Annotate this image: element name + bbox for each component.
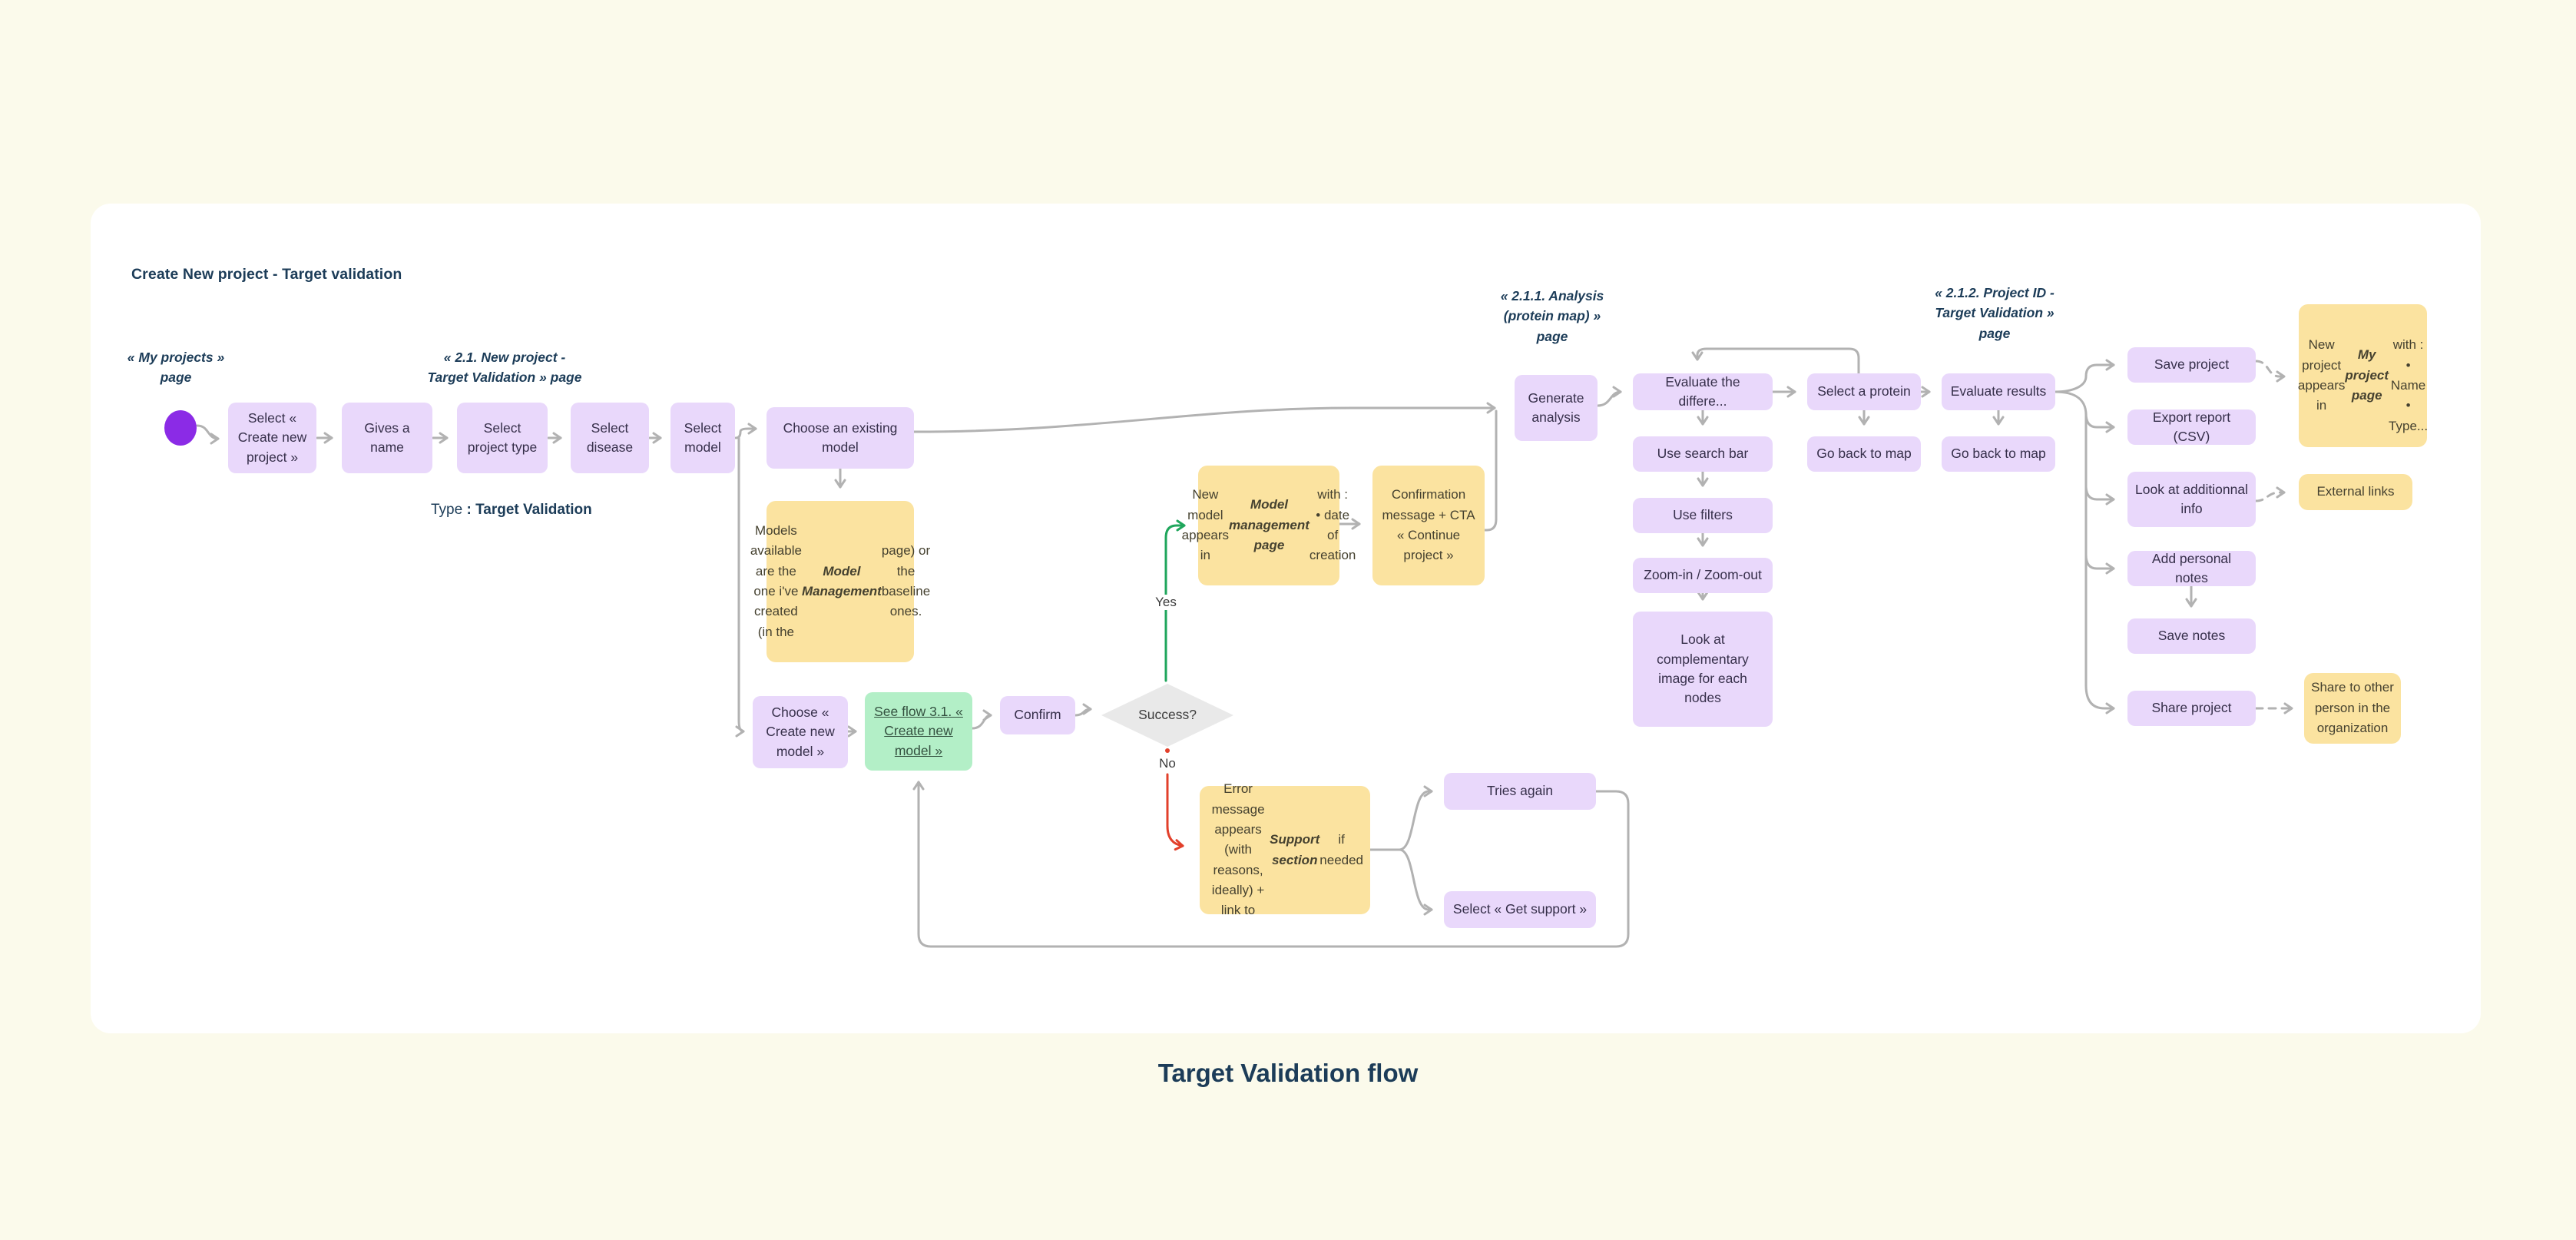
page-label-analysis: « 2.1.1. Analysis (protein map) » page [1500,288,1604,344]
node-choose-create-new-model[interactable]: Choose « Create new model » [753,696,848,768]
sticky-new-model-appears[interactable]: New model appears in Model management pa… [1182,466,1356,585]
node-generate-analysis[interactable]: Generate analysis [1515,375,1598,441]
node-select-model[interactable]: Select model [670,403,735,473]
node-select-disease[interactable]: Select disease [571,403,649,473]
dashed-info-to-external-links [2254,486,2286,502]
arrow-model-to-existing [734,423,757,439]
arrow-results-to-save-project [2054,359,2115,393]
sticky-models-available[interactable]: Models available are the one i've create… [750,501,930,662]
arrow-confirm-to-success [1074,703,1092,717]
line-model-down-to-create-new [735,436,745,738]
see-flow-link-text[interactable]: See flow 3.1. « Create new model » [874,703,963,758]
node-go-back-map-1[interactable]: Go back to map [1807,436,1921,472]
node-tries-again[interactable]: Tries again [1444,773,1596,810]
node-confirm[interactable]: Confirm [1000,696,1075,734]
arrow-see-flow-to-confirm [971,709,992,730]
arrow-results-to-add-notes [2084,553,2115,575]
node-evaluate-results[interactable]: Evaluate results [1942,373,2055,410]
yes-branch-label: Yes [1151,595,1180,610]
line-tries-again-loop-back [912,781,1630,948]
arrow-error-to-get-support [1398,848,1433,916]
arrow-generate-to-evaluate [1596,386,1622,407]
node-use-filters[interactable]: Use filters [1633,498,1773,533]
no-connector-dot [1165,748,1170,753]
arrow-error-to-tries-again [1398,785,1433,851]
node-gives-a-name[interactable]: Gives a name [342,403,432,473]
node-share-project[interactable]: Share project [2127,691,2256,726]
board-title: Create New project - Target validation [131,266,402,283]
node-complementary-image[interactable]: Look at complementary image for each nod… [1633,612,1773,727]
node-go-back-map-2[interactable]: Go back to map [1942,436,2055,472]
sticky-external-links[interactable]: External links [2299,474,2412,510]
arrow-results-to-share [2084,684,2115,714]
sticky-new-project-appears[interactable]: New project appears in My project page w… [2298,304,2428,447]
node-select-create-new-project[interactable]: Select « Create new project » [228,403,316,473]
node-save-notes[interactable]: Save notes [2127,618,2256,654]
sticky-confirmation-message[interactable]: Confirmation message + CTA « Continue pr… [1372,466,1485,585]
node-select-protein[interactable]: Select a protein [1807,373,1921,410]
arrow-start-to-select-create [196,424,220,445]
arrow-results-to-additional-info [2084,484,2115,506]
node-select-project-type[interactable]: Select project type [457,403,548,473]
start-node[interactable] [164,410,197,446]
node-evaluate-differences[interactable]: Evaluate the differe... [1633,373,1773,410]
no-branch-label: No [1155,756,1180,771]
node-see-flow-link[interactable]: See flow 3.1. « Create new model » [865,692,972,771]
node-export-report[interactable]: Export report (CSV) [2127,409,2256,445]
line-existing-to-generate [912,402,1496,433]
node-get-support[interactable]: Select « Get support » [1444,891,1596,928]
page-label-my-projects: « My projects » page [127,350,225,386]
node-zoom-in-out[interactable]: Zoom-in / Zoom-out [1633,558,1773,593]
node-use-search-bar[interactable]: Use search bar [1633,436,1773,472]
sticky-share-other-person[interactable]: Share to other person in the organizatio… [2304,673,2401,744]
page-label-new-project: « 2.1. New project - Target Validation »… [427,350,582,386]
flow-caption: Target Validation flow [1157,1059,1419,1087]
line-results-split-vertical [2054,390,2088,687]
arrow-results-to-export [2084,412,2115,433]
dashed-save-to-new-project-note [2254,360,2286,383]
node-choose-existing-model[interactable]: Choose an existing model [767,407,914,469]
arrow-protein-loop-to-evaluate [1691,347,1860,375]
node-additional-info[interactable]: Look at additionnal info [2127,472,2256,527]
node-save-project[interactable]: Save project [2127,347,2256,383]
type-target-validation-label: Type : Target Validation [431,502,592,518]
arrow-yes-to-new-model [1164,519,1186,682]
page-label-project-id: « 2.1.2. Project ID - Target Validation … [1935,285,2055,341]
line-confirmation-riser [1483,409,1498,532]
node-add-personal-notes[interactable]: Add personal notes [2127,551,2256,586]
arrow-no-to-error [1166,773,1184,851]
sticky-error-message[interactable]: Error message appears (with reasons, ide… [1200,781,1370,917]
